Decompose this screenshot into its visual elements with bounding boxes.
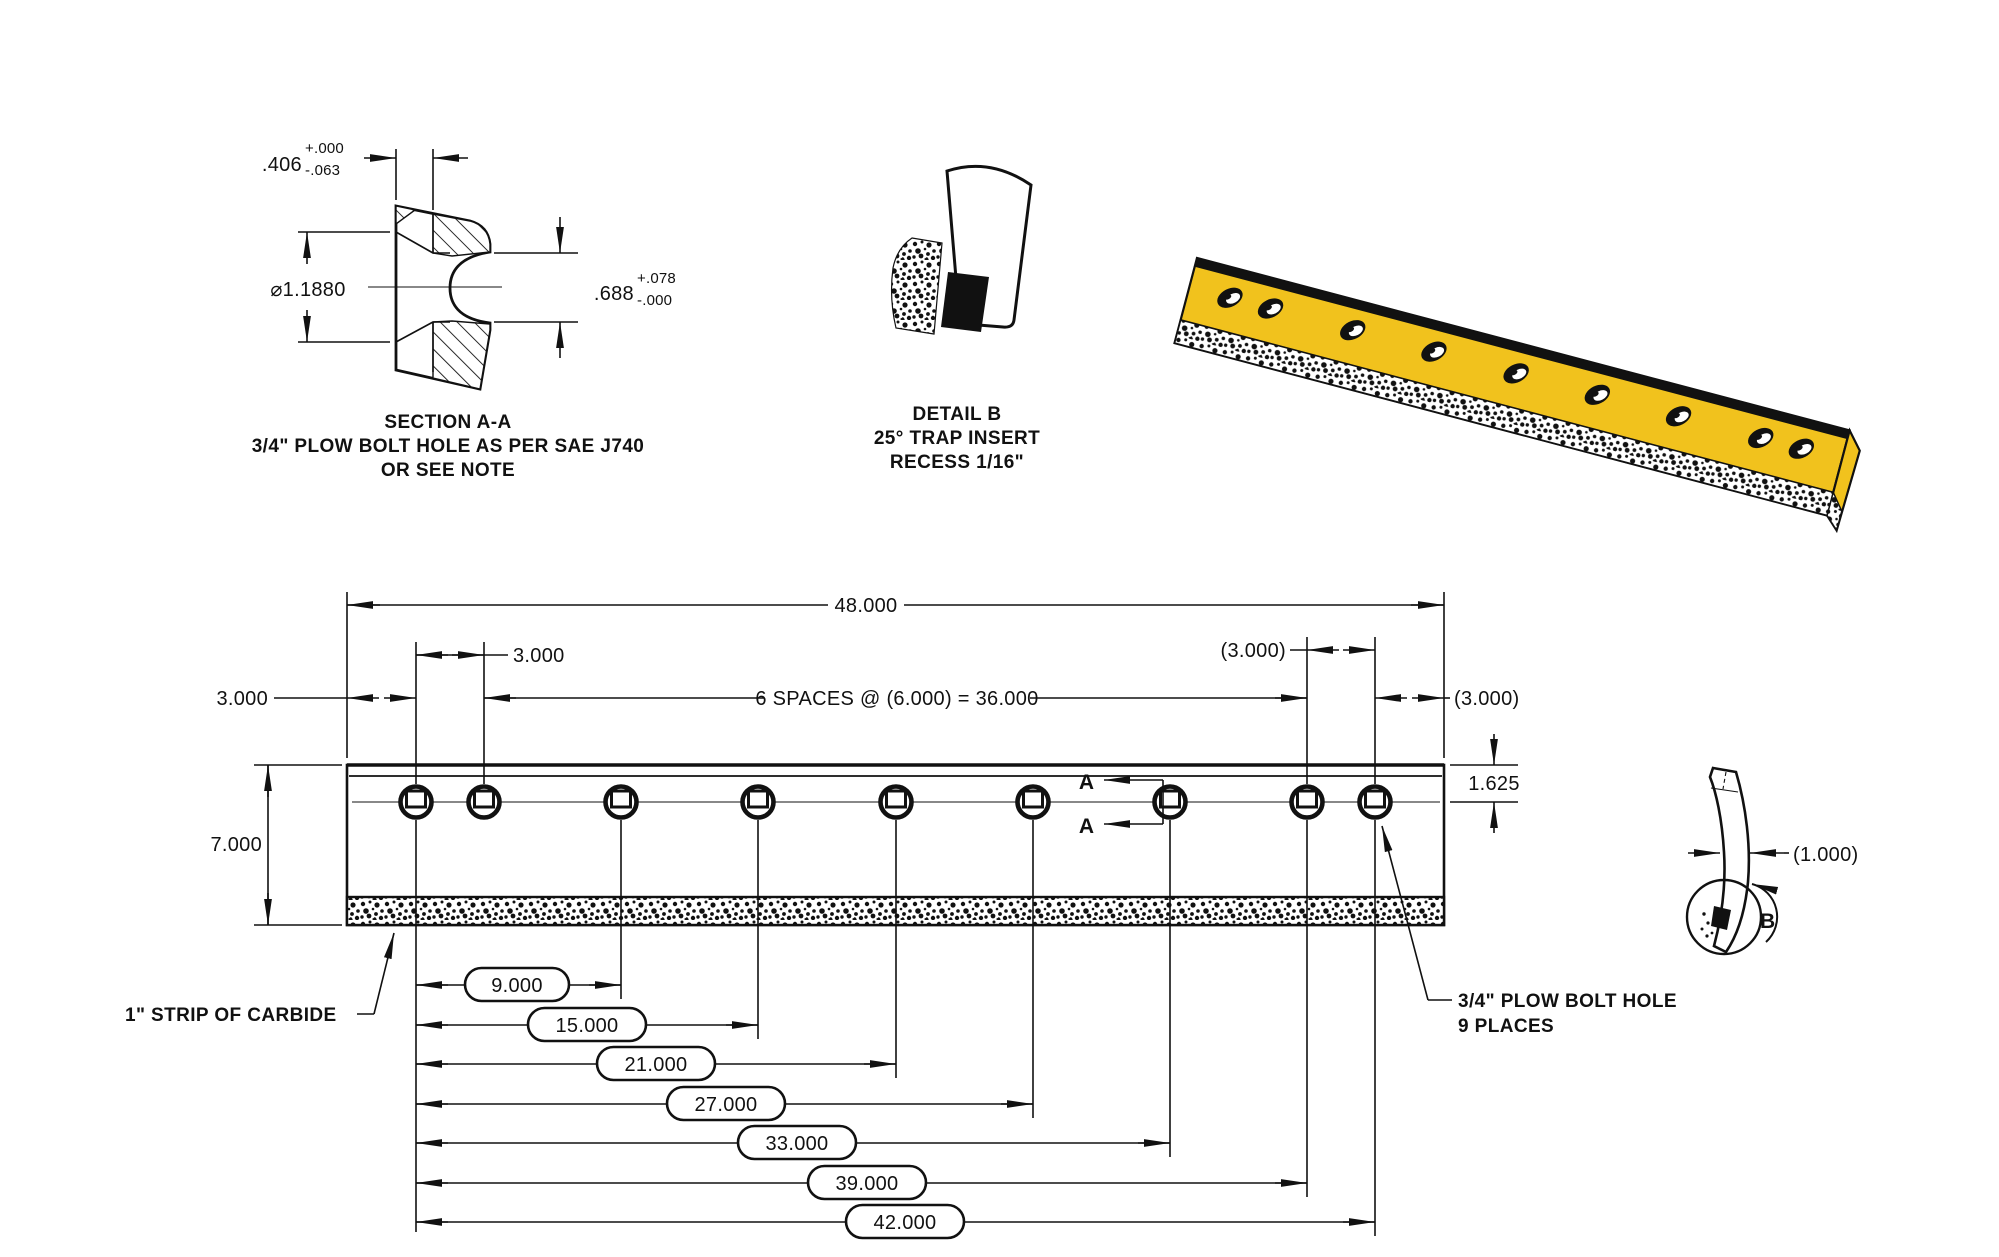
section-caption: SECTION A-A 3/4" PLOW BOLT HOLE AS PER S… xyxy=(252,412,645,481)
running-dim-row: 9.000 xyxy=(416,966,621,1003)
bolt-hole xyxy=(740,784,776,820)
detail-trap-insert xyxy=(941,272,989,332)
side-cap-dashed-line xyxy=(1722,771,1727,790)
dim-slot-width-tol-minus: -.063 xyxy=(305,162,340,179)
front-view: 48.000 3.000 3.000 6 SPACES @ (6.000) = … xyxy=(125,592,1677,1240)
bolt-hole-label-line1: 3/4" PLOW BOLT HOLE xyxy=(1458,991,1677,1012)
side-cap-line xyxy=(1710,787,1739,793)
dim-hole-pitch-value: 3.000 xyxy=(513,645,565,667)
bolt-hole-label-line2: 9 PLACES xyxy=(1458,1016,1554,1037)
dim-depth: .688 +.078 -.000 xyxy=(494,217,676,358)
bolt-hole xyxy=(1289,784,1325,820)
carbide-strip-callout: 1" STRIP OF CARBIDE xyxy=(125,932,395,1026)
bolt-hole xyxy=(1152,784,1188,820)
iso-bolt-holes xyxy=(1217,287,1815,459)
detail-b-circle xyxy=(1685,878,1763,956)
extension-lines-below xyxy=(415,820,1376,1236)
dim-right-margin-ref: (3.000) xyxy=(1375,688,1519,710)
running-dims: 9.000 15.000 21.000 27.000 xyxy=(416,966,1375,1240)
hatch-region-upper xyxy=(432,213,491,257)
dim-depth-tol-minus: -.000 xyxy=(637,292,672,309)
dim-slot-width-value: .406 xyxy=(262,154,302,176)
dim-slot-width-tol-plus: +.000 xyxy=(305,140,344,157)
running-dim-row: 27.000 xyxy=(416,1085,1033,1122)
bolt-hole xyxy=(1357,784,1393,820)
dim-right-pitch-ref-value: (3.000) xyxy=(1221,640,1286,662)
dim-right-pitch-ref: (3.000) xyxy=(1221,640,1375,662)
dim-hole-row-offset: 1.625 xyxy=(1450,734,1520,833)
section-bore-lines xyxy=(395,214,450,372)
detail-caption-line3: RECESS 1/16" xyxy=(890,452,1024,473)
running-dim-value: 39.000 xyxy=(836,1173,899,1195)
dim-overall-length: 48.000 xyxy=(347,595,1444,617)
section-caption-line2: 3/4" PLOW BOLT HOLE AS PER SAE J740 xyxy=(252,436,645,457)
dim-thickness-ref-value: (1.000) xyxy=(1793,844,1858,866)
detail-caption-line2: 25° TRAP INSERT xyxy=(874,428,1040,449)
dim-spacing-note-value: 6 SPACES @ (6.000) = 36.000 xyxy=(755,688,1038,710)
section-caption-line3: OR SEE NOTE xyxy=(381,460,515,481)
detail-b-letter: B xyxy=(1760,910,1775,933)
detail-caption-line1: DETAIL B xyxy=(912,404,1001,425)
running-dim-value: 42.000 xyxy=(874,1212,937,1234)
side-carbide-specks xyxy=(1700,912,1714,938)
dim-slot-width: .406 +.000 -.063 xyxy=(262,140,468,210)
dim-hole-diameter-value: ⌀1.1880 xyxy=(270,279,345,301)
hatch-region-corner xyxy=(395,205,417,226)
dim-depth-value: .688 xyxy=(594,283,634,305)
dim-hole-pitch: 3.000 xyxy=(416,645,565,667)
dim-spacing-note: 6 SPACES @ (6.000) = 36.000 xyxy=(484,688,1307,710)
hatch-region-lower xyxy=(432,320,491,390)
dim-thickness-ref: (1.000) xyxy=(1688,844,1858,866)
running-dim-value: 9.000 xyxy=(491,975,543,997)
side-view: B (1.000) xyxy=(1685,766,1858,956)
bolt-hole xyxy=(398,784,434,820)
carbide-strip-label: 1" STRIP OF CARBIDE xyxy=(125,1005,337,1026)
section-cut-letter-bottom: A xyxy=(1079,815,1094,838)
bolt-hole xyxy=(878,784,914,820)
dim-overall-length-value: 48.000 xyxy=(835,595,898,617)
dim-hole-row-offset-value: 1.625 xyxy=(1468,773,1520,795)
iso-carbide-strip-end xyxy=(1826,490,1843,533)
isometric-blade-view xyxy=(1173,256,1861,534)
bolt-hole xyxy=(603,784,639,820)
running-dim-row: 15.000 xyxy=(416,1006,758,1043)
detail-b-view: DETAIL B 25° TRAP INSERT RECESS 1/16" xyxy=(874,164,1040,473)
running-dim-row: 39.000 xyxy=(416,1164,1307,1201)
detail-carbide-chunk xyxy=(890,237,943,335)
running-dim-row: 21.000 xyxy=(416,1045,896,1082)
dim-hole-diameter: ⌀1.1880 xyxy=(270,231,390,343)
section-a-view: .406 +.000 -.063 ⌀1.1880 .688 +.078 -.00… xyxy=(252,140,676,481)
dim-left-margin-value: 3.000 xyxy=(216,688,268,710)
detail-b-arc-arrow xyxy=(1751,883,1779,943)
iso-top-edge xyxy=(1194,258,1850,440)
running-dim-row: 33.000 xyxy=(416,1124,1170,1161)
bolt-hole xyxy=(1015,784,1051,820)
section-caption-line1: SECTION A-A xyxy=(384,412,511,433)
running-dim-value: 21.000 xyxy=(625,1054,688,1076)
running-dim-row: 42.000 xyxy=(416,1203,1375,1240)
detail-caption: DETAIL B 25° TRAP INSERT RECESS 1/16" xyxy=(874,404,1040,473)
extension-lines-above xyxy=(346,592,1445,784)
dim-plate-height: 7.000 xyxy=(210,764,342,926)
side-trap-insert xyxy=(1711,906,1731,930)
section-cut-letter-top: A xyxy=(1079,771,1094,794)
dim-left-margin: 3.000 xyxy=(216,688,416,710)
dim-plate-height-value: 7.000 xyxy=(210,834,262,856)
running-dim-value: 15.000 xyxy=(556,1015,619,1037)
dim-right-margin-ref-value: (3.000) xyxy=(1454,688,1519,710)
side-profile-outline xyxy=(1708,766,1751,954)
bolt-hole xyxy=(466,784,502,820)
dim-depth-tol-plus: +.078 xyxy=(637,270,676,287)
section-cut-marks: A A xyxy=(1079,771,1164,838)
bolt-hole-callout: 3/4" PLOW BOLT HOLE 9 PLACES xyxy=(1381,825,1677,1037)
running-dim-value: 27.000 xyxy=(695,1094,758,1116)
bolt-holes xyxy=(398,784,1393,820)
running-dim-value: 33.000 xyxy=(766,1133,829,1155)
